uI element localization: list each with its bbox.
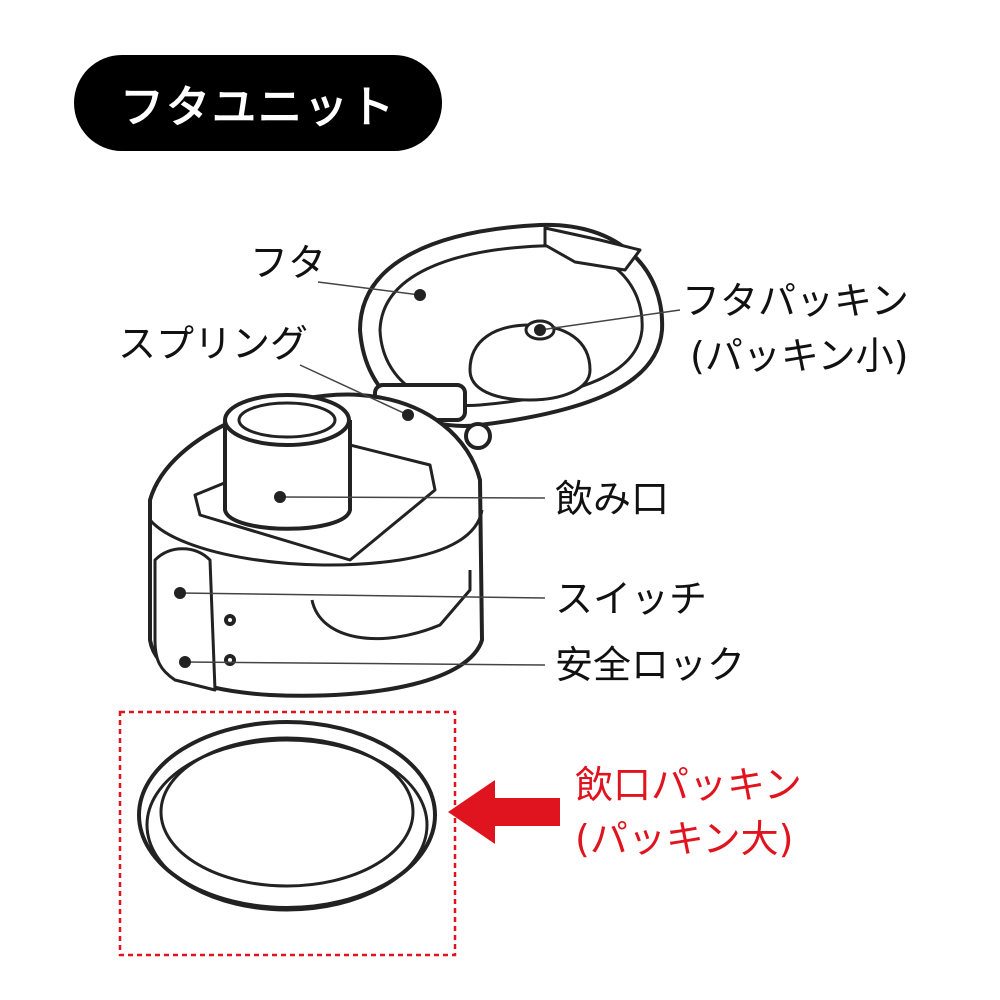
label-spring: スプリング [118,322,309,366]
packing-highlight-box [118,710,457,957]
label-safety-lock: 安全ロック [555,643,746,687]
label-spout: 飲み口 [555,477,670,521]
label-lid-packing-sub: (パッキン小) [690,334,909,378]
section-title: フタユニット [74,55,442,151]
label-switch: スイッチ [555,577,708,621]
label-spout-packing-sub: (パッキン大) [575,817,794,861]
label-spout-packing: 飲口パッキン [575,763,802,807]
label-lid: フタ [250,241,327,285]
spout-packing-ring [137,720,437,912]
switch-part [153,547,217,692]
red-arrow-icon [448,780,560,844]
label-lid-packing: フタパッキン [682,279,909,323]
